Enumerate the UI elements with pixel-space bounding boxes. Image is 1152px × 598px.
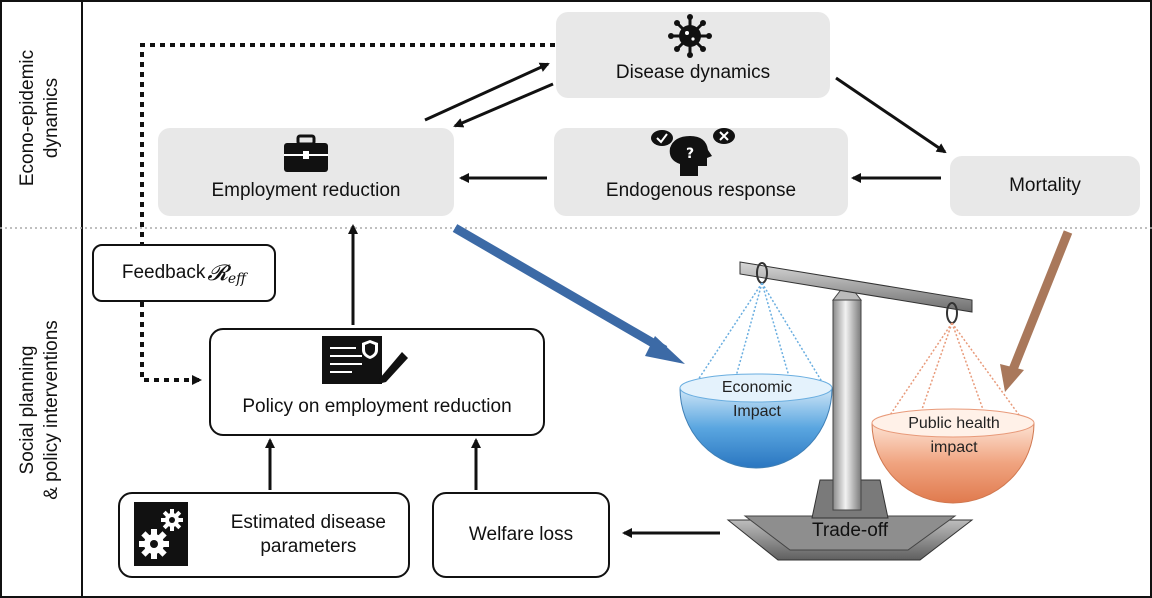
thinking-head-icon: ? bbox=[651, 128, 735, 176]
node-welfare-loss-label: Welfare loss bbox=[468, 524, 574, 545]
tradeoff-label: Trade-off bbox=[811, 520, 889, 541]
feedback-dotted-arrow bbox=[140, 43, 555, 385]
right-pan-label: Public health impact bbox=[908, 415, 1000, 456]
gears-icon bbox=[134, 502, 188, 566]
arrow-disease-to-employment bbox=[453, 82, 554, 128]
balance-scale-icon bbox=[679, 261, 1035, 561]
region-label-policy: Social planning & policy interventions bbox=[17, 320, 62, 500]
left-pan-label: Economic Impact bbox=[721, 379, 793, 420]
node-mortality-label: Mortality bbox=[1009, 175, 1081, 196]
arrow-disease-to-mortality bbox=[835, 76, 947, 154]
economic-impact-arrow bbox=[452, 224, 668, 354]
node-disease-dynamics-label: Disease dynamics bbox=[615, 62, 771, 83]
node-endogenous-response-label: Endogenous response bbox=[605, 180, 797, 201]
svg-text:?: ? bbox=[686, 146, 694, 162]
virus-icon bbox=[668, 14, 712, 58]
arrow-employment-to-disease bbox=[424, 62, 550, 122]
region-label-dynamics: Econo-epidemic dynamics bbox=[17, 49, 62, 187]
feedback-label: Feedback bbox=[121, 262, 206, 283]
policy-document-icon bbox=[322, 336, 408, 384]
node-employment-reduction-label: Employment reduction bbox=[211, 180, 401, 201]
feedback-symbol: 𝓡 bbox=[207, 260, 228, 286]
node-feedback: Feedback 𝓡 eff bbox=[92, 244, 276, 302]
node-welfare-loss: Welfare loss bbox=[432, 492, 610, 578]
node-estimated-params-label: Estimated disease parameters bbox=[230, 512, 386, 557]
feedback-subscript: eff bbox=[227, 271, 247, 287]
briefcase-icon bbox=[284, 134, 328, 172]
health-impact-arrow bbox=[1007, 230, 1073, 374]
node-policy-label: Policy on employment reduction bbox=[242, 396, 512, 417]
node-mortality: Mortality bbox=[950, 156, 1140, 216]
